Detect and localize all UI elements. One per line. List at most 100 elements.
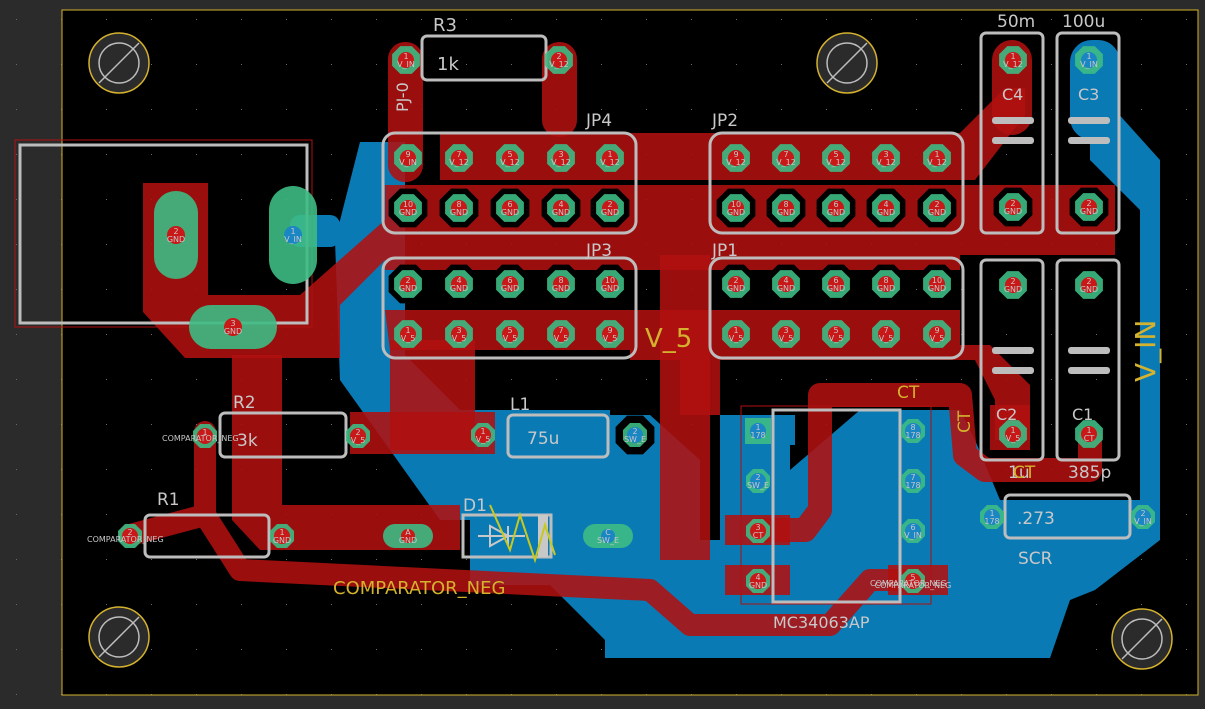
ic-pin-3-drill	[750, 523, 766, 539]
jp2-pin-3[interactable]: 3V_12	[872, 144, 900, 172]
ic-pin-4-number: 4	[755, 573, 760, 582]
jp1-pin-7[interactable]: 7V_5	[872, 320, 900, 348]
jp1-pin-9[interactable]: 9V_5	[923, 320, 951, 348]
r3-pin-1[interactable]: 1V_IN	[392, 46, 420, 74]
ic-pin-6[interactable]: 6V_IN	[901, 519, 925, 543]
top-trace-v5-r2	[350, 412, 495, 454]
jp3-pin-1-net: V_5	[401, 334, 416, 343]
ic-pin-2[interactable]: 2SW_E	[746, 469, 770, 493]
jp3-pin-3[interactable]: 3V_5	[445, 320, 473, 348]
r1-pin-2[interactable]: 2	[118, 524, 142, 548]
jp4-pin-7[interactable]: 7V_12	[445, 144, 473, 172]
pj-pin-1[interactable]: 1V_IN	[269, 186, 317, 284]
r2-pin-1[interactable]: 1	[193, 424, 217, 448]
c3-pin-2-drill	[1081, 199, 1097, 215]
jp3-pin-7[interactable]: 7V_5	[547, 320, 575, 348]
l1-pin-1[interactable]: 1V_5	[471, 423, 495, 447]
c3-pin-1[interactable]: 1V_IN	[1075, 46, 1103, 74]
jp1-pin-5[interactable]: 5V_5	[822, 320, 850, 348]
jp2-pin-6-drill	[828, 200, 844, 216]
jp2-pin-8-drill	[778, 200, 794, 216]
jp1-pin-3-drill	[778, 326, 794, 342]
jp1-pin-1[interactable]: 1V_5	[722, 320, 750, 348]
jp4-pin-9[interactable]: 9V_IN	[394, 144, 422, 172]
c2-pin-1[interactable]: 1V_5	[999, 420, 1027, 448]
r2-pin-2-drill	[350, 428, 366, 444]
scr-pin-1-drill	[984, 509, 1000, 525]
jp3-pin-5[interactable]: 5V_5	[496, 320, 524, 348]
d1-pin-c-net: SW_E	[597, 536, 619, 545]
jp2-pin-1[interactable]: 1V_12	[923, 144, 951, 172]
d1-outline	[461, 513, 553, 559]
c3-pin-2-net: GND	[1080, 207, 1098, 216]
c2-pin-2-drill	[1005, 277, 1021, 293]
c3-pin-1-net: V_IN	[1080, 60, 1098, 69]
silkscreen-text: R3 1k PJ-0 50m 100u C4 C3 C2 C1 1u 385p …	[87, 12, 1111, 632]
jp4-pin-3[interactable]: 3V_12	[547, 144, 575, 172]
jp4-pin-4-drill	[553, 200, 569, 216]
jp2-pin-10-drill	[728, 200, 744, 216]
d1-pin-c-number: C	[605, 528, 611, 537]
scr-pin-1-net: 178	[984, 517, 999, 526]
r3-pin-2[interactable]: 2V_12	[545, 46, 573, 74]
ic-pin-3[interactable]: 3CT	[746, 519, 770, 543]
jp2-pin-9[interactable]: 9V_12	[722, 144, 750, 172]
jp3-pin-1[interactable]: 1V_5	[394, 320, 422, 348]
jp1-pin-8-number: 8	[883, 276, 888, 285]
jp3-pin-9[interactable]: 9V_5	[596, 320, 624, 348]
jp4-pin-8-drill	[451, 200, 467, 216]
d1-pin-c[interactable]: CSW_E	[583, 524, 633, 548]
l1-pin-2[interactable]: 2SW_E	[615, 415, 655, 455]
jp1-pin-9-net: V_5	[930, 334, 945, 343]
r2-pin-2[interactable]: 2V_5	[346, 424, 370, 448]
c3-value: 100u	[1062, 12, 1105, 32]
bottom-pour-vin[interactable]	[335, 60, 1160, 658]
jp2-pin-5[interactable]: 5V_12	[822, 144, 850, 172]
scr-pin-2[interactable]: 2V_IN	[1131, 505, 1155, 529]
c1-pin-1[interactable]: 1CT	[1075, 420, 1103, 448]
jp1-pin-3[interactable]: 3V_5	[772, 320, 800, 348]
c4-pin-1[interactable]: 1V_12	[999, 46, 1027, 74]
jp4-pin-5[interactable]: 5V_12	[496, 144, 524, 172]
jp2-pin-7[interactable]: 7V_12	[772, 144, 800, 172]
c2-pin-2-number: 2	[1010, 277, 1015, 286]
l1-pin-2-number: 2	[632, 427, 637, 436]
jp2-pin-10-net: GND	[727, 208, 745, 217]
jp4-pin-1[interactable]: 1V_12	[596, 144, 624, 172]
